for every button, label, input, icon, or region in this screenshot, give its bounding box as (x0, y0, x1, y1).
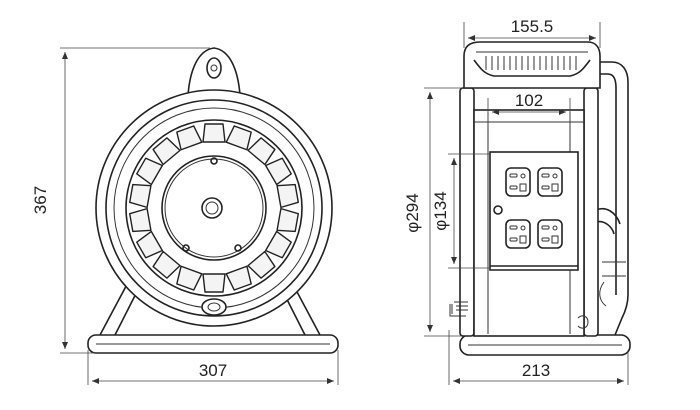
grip-tooth (247, 250, 276, 279)
side-outlets (505, 167, 563, 249)
side-indicator-hole (493, 205, 503, 215)
grip-tooth (264, 230, 292, 259)
dim-side-hub-diameter: φ134 (431, 191, 450, 230)
grip-tooth (129, 207, 152, 233)
grip-tooth (152, 250, 181, 279)
outlet (505, 219, 531, 249)
side-view (449, 41, 631, 356)
side-top-handle (463, 41, 601, 89)
grip-tooth (136, 157, 164, 186)
grip-tooth (176, 125, 203, 151)
front-hub (161, 155, 267, 261)
dim-side-inner-width: 102 (515, 91, 543, 110)
grip-tooth (129, 183, 152, 209)
outlet (537, 219, 563, 249)
outlet (505, 167, 531, 197)
front-dimension-lines (60, 47, 339, 385)
dim-side-top-width: 155.5 (511, 17, 554, 36)
grip-tooth (202, 123, 226, 143)
front-view (87, 47, 339, 354)
side-handle-frame (595, 61, 629, 307)
side-dimension-lines (424, 22, 629, 385)
grip-tooth (247, 137, 276, 166)
grip-tooth (136, 230, 164, 259)
side-right-flange (583, 87, 599, 337)
grip-tooth (264, 157, 292, 186)
front-bottom-latch (201, 298, 227, 316)
side-bolt (577, 315, 589, 329)
dim-front-width: 307 (199, 361, 227, 380)
grip-tooth (276, 207, 299, 233)
dim-side-drum-diameter: φ294 (403, 193, 422, 232)
grip-tooth (225, 125, 252, 151)
grip-tooth (202, 273, 226, 293)
outlet (537, 167, 563, 197)
side-cord-guide (449, 301, 468, 317)
dim-front-height: 367 (31, 186, 50, 214)
grip-tooth (176, 265, 203, 291)
dim-side-base-width: 213 (522, 361, 550, 380)
side-outlet-box (489, 151, 579, 271)
side-handle-grip-ridges (485, 56, 577, 70)
grip-tooth (276, 183, 299, 209)
grip-tooth (152, 137, 181, 166)
front-top-handle (187, 47, 241, 96)
side-left-flange (459, 87, 475, 337)
grip-tooth (225, 265, 252, 291)
front-grip-teeth (129, 123, 299, 293)
